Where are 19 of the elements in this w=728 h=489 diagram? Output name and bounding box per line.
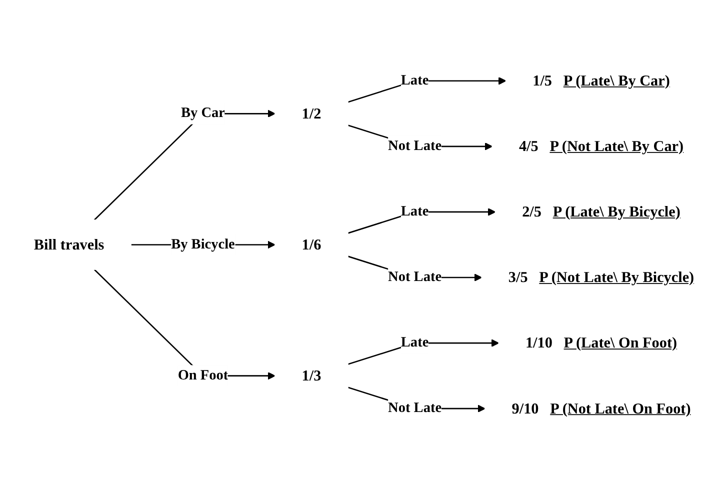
node-text: 1/6 <box>302 236 322 253</box>
edge-label: By Bicycle <box>171 236 235 252</box>
edge-label: Not Late <box>388 138 442 154</box>
node-text: 1/3 <box>302 366 322 384</box>
edge-label: Not Late <box>388 400 442 416</box>
edge-label: On Foot <box>178 368 228 383</box>
node-text: 1/2 <box>302 104 322 122</box>
node-text: 9/10 P (Not Late\ On Foot) <box>512 400 691 417</box>
node-text: 4/5 P (Not Late\ By Car) <box>518 137 684 154</box>
edge-label: Late <box>400 72 429 88</box>
node-text: 1/5 P (Late\ By Car) <box>532 72 670 89</box>
node-text: 3/5 P (Not Late\ By Bicycle) <box>508 268 694 286</box>
edge-label: Late <box>400 334 429 350</box>
edge-label: Not Late <box>388 269 442 284</box>
edge-label: Late <box>400 204 429 219</box>
node-text: 1/10 P (Late\ On Foot) <box>525 334 678 352</box>
edge-label: By Car <box>181 105 225 121</box>
node-text: Bill travels <box>34 236 104 253</box>
node-text: 2/5 P (Late\ By Bicycle) <box>522 203 680 220</box>
